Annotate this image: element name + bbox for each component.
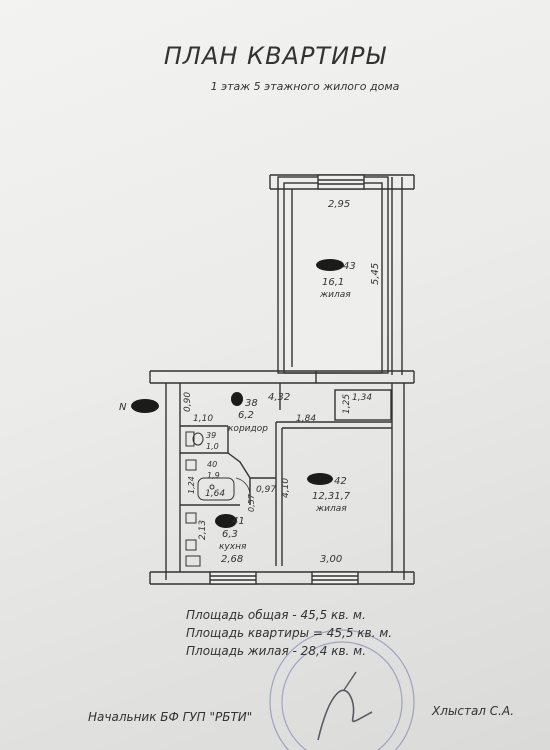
room1-walls [269,174,415,375]
corridor-mid-dim: 1,84 [296,414,316,424]
area-total: Площадь общая - 45,5 кв. м. [186,608,366,622]
inner-dim-b: 0,57 [247,493,256,512]
area-summary: Площадь общая - 45,5 кв. м. Площадь квар… [186,606,392,660]
area-apartment: Площадь квартиры = 45,5 кв. м. [186,626,393,640]
kitchen-width: 2,68 [221,554,243,565]
official-stamp [269,629,415,750]
lower-walls [149,370,415,585]
room2-bottom-width: 3,00 [320,554,342,565]
room2-type: жилая [315,504,347,514]
room1-length: 5,45 [370,263,381,285]
bath-area: 1,9 [207,471,220,480]
niche-width: 1,34 [352,393,372,403]
bath-height: 1,24 [187,476,196,494]
corridor-width: 4,32 [268,392,290,403]
kitchen-area: 6,3 [222,529,238,540]
document-subtitle: 1 этаж 5 этажного жилого дома [210,80,400,93]
bathtub-fixture [197,477,235,501]
toilet-area: 1,0 [206,442,219,451]
toilet-number: 39 [206,431,216,440]
area-living: Площадь жилая - 28,4 кв. м. [186,644,367,658]
room1-number: 43 [343,261,356,272]
entry-label: N [119,402,127,413]
toilet-fixture [185,431,204,447]
kitchen-number: 41 [232,516,245,527]
bath-width: 1,64 [205,489,225,499]
sink-fixture [185,459,197,471]
niche-height: 1,25 [342,394,352,414]
room1-width: 2,95 [328,199,350,210]
bath-number: 40 [207,460,217,469]
room2-height: 4,10 [281,478,291,498]
kitchen-height: 2,13 [198,520,208,540]
corridor-number: 38 [245,398,258,409]
room1-type: жилая [319,290,351,300]
room2-number: 42 [334,476,347,487]
room1-area: 16,1 [322,277,344,288]
inner-dim-a: 0,97 [256,485,276,495]
corridor-height: 0,90 [183,392,193,412]
kitchen-type: кухня [219,542,247,552]
corridor-type: коридор [228,424,268,434]
head-title: Начальник БФ ГУП "РБТИ" [88,710,253,724]
room2-area: 12,31,7 [312,491,351,502]
redaction-marks [131,259,344,528]
document-title: ПЛАН КВАРТИРЫ [163,42,387,70]
signer-name: Хлыстал С.А. [432,704,515,718]
corridor-area: 6,2 [238,410,254,421]
stove-fixture [185,512,201,567]
door-swing [235,477,251,495]
corridor-left-dim: 1,10 [193,414,213,424]
